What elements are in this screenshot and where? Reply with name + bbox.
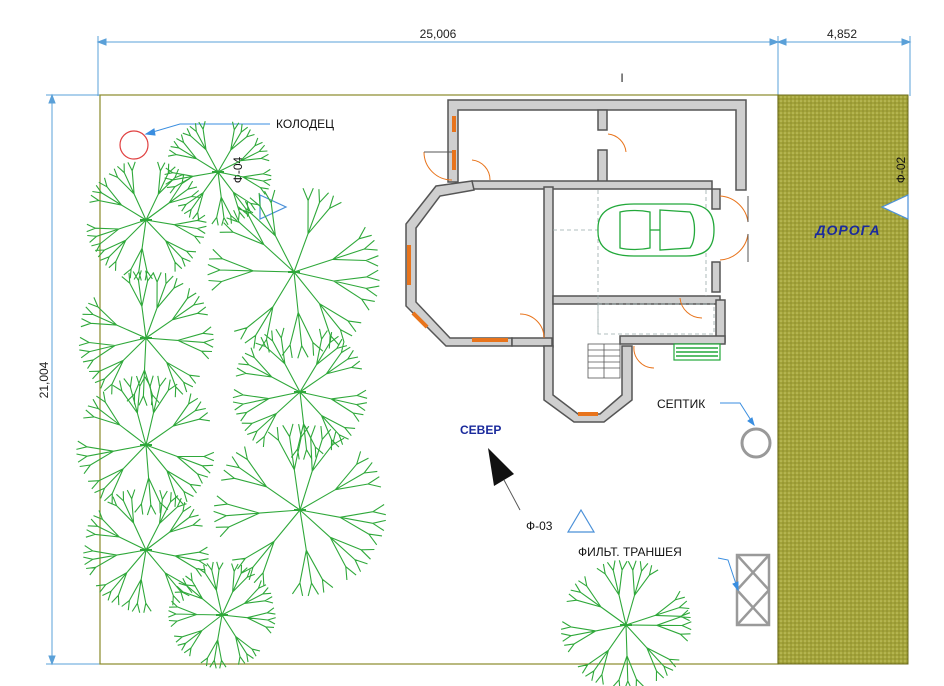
tree-icon [86, 161, 207, 281]
tree-icon [78, 270, 214, 406]
view-f03-label: Ф-03 [526, 519, 553, 533]
well-label: КОЛОДЕЦ [276, 117, 334, 131]
tree-icon [164, 121, 272, 226]
entrance-step [673, 343, 721, 361]
dimension-marker: I [620, 71, 623, 85]
road-area [777, 94, 909, 665]
tree-icon [76, 375, 215, 516]
road-label: ДОРОГА [814, 222, 880, 238]
septic-leader [720, 402, 755, 427]
trench-icon [735, 553, 771, 627]
view-marker-icon [566, 508, 596, 533]
septic-label: СЕПТИК [657, 397, 705, 411]
tree-icon [213, 423, 386, 597]
dimension-width-road: 4,852 [827, 27, 857, 41]
septic-icon [740, 427, 772, 459]
tree-icon [168, 561, 276, 669]
trench-label: ФИЛЬТ. ТРАНШЕЯ [578, 545, 682, 559]
trees-group [76, 121, 692, 686]
tree-icon [232, 327, 368, 460]
tree-icon [83, 489, 209, 613]
tree-icon [207, 187, 380, 359]
tree-icon [560, 560, 692, 686]
north-label: СЕВЕР [460, 423, 501, 437]
well-leader [144, 123, 270, 136]
trench-leader [717, 557, 739, 592]
north-arrow-icon [488, 448, 521, 511]
dimension-width-main: 25,006 [420, 27, 457, 41]
view-marker-icon [880, 194, 909, 220]
car-icon [597, 203, 715, 257]
house-floor-plan [405, 99, 749, 423]
well-icon [119, 130, 149, 160]
view-f02-label: Ф-02 [894, 156, 908, 183]
dimension-height: 21,004 [37, 361, 51, 398]
dimension-lines [46, 36, 912, 666]
